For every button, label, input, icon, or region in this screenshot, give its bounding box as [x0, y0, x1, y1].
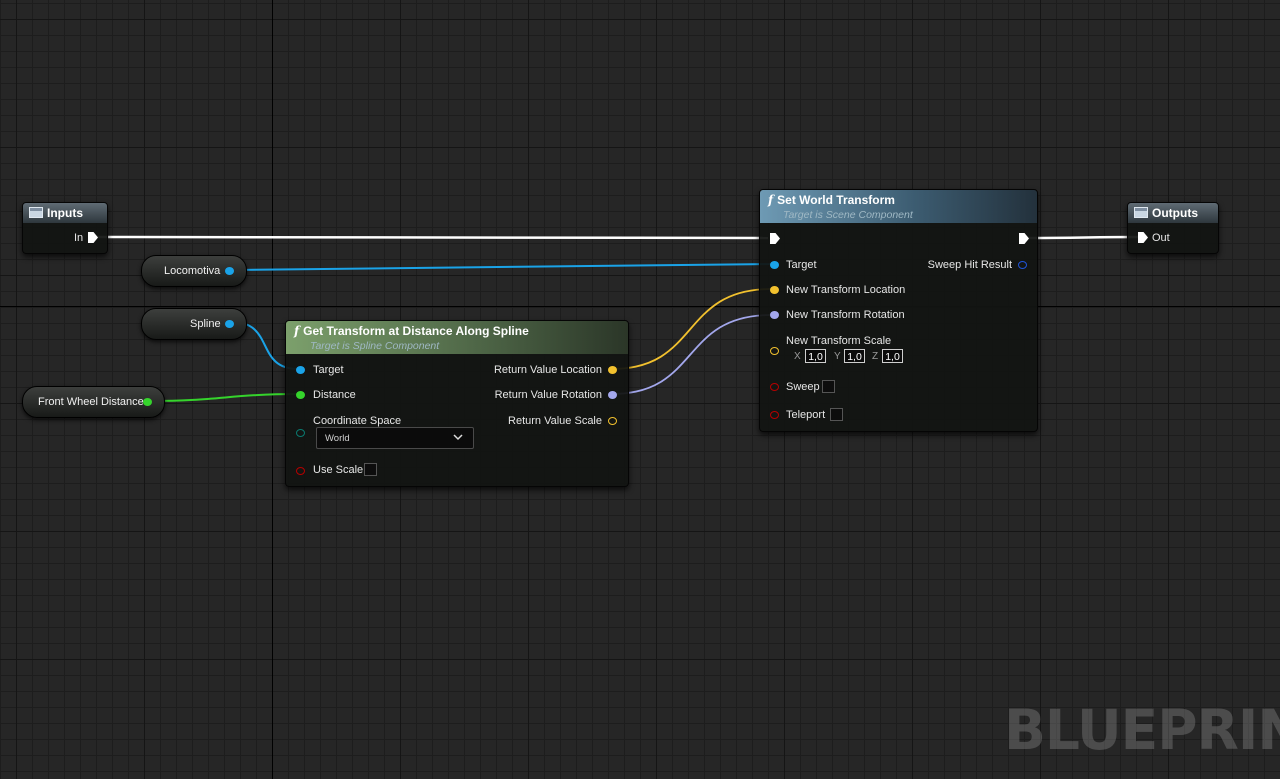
outputs-out-label: Out: [1152, 232, 1170, 244]
teleport-pin[interactable]: [770, 411, 779, 419]
new-rotation-pin[interactable]: [770, 311, 779, 319]
coordinate-space-value: World: [325, 433, 350, 444]
swt-target-label: Target: [786, 259, 817, 271]
coordinate-space-dropdown[interactable]: World: [316, 427, 474, 449]
front-wheel-distance-label: Front Wheel Distance: [38, 396, 144, 408]
scale-y-axis-label: Y: [834, 351, 841, 362]
locomotiva-label: Locomotiva: [164, 265, 221, 277]
set-world-transform-exec-in-pin[interactable]: [770, 233, 780, 244]
inputs-node-header[interactable]: Inputs: [23, 203, 107, 223]
set-world-transform-subtitle: Target is Scene Component: [783, 209, 913, 221]
blueprint-watermark: BLUEPRINT: [1004, 698, 1280, 762]
new-rotation-label: New Transform Rotation: [786, 309, 905, 321]
locomotiva-output-pin[interactable]: [225, 267, 234, 275]
get-transform-coordinate-space-label: Coordinate Space: [313, 415, 402, 427]
set-world-transform-exec-out-pin[interactable]: [1019, 233, 1029, 244]
inputs-in-label: In: [74, 232, 84, 244]
locomotiva-variable-node[interactable]: Locomotiva: [141, 255, 247, 287]
inputs-exec-out-pin[interactable]: [88, 232, 98, 243]
front-wheel-distance-output-pin[interactable]: [143, 398, 152, 406]
scale-z-axis-label: Z: [872, 351, 879, 362]
scale-x-field[interactable]: 1,0: [805, 349, 826, 363]
front-wheel-distance-variable-node[interactable]: Front Wheel Distance: [22, 386, 165, 418]
inputs-title: Inputs: [47, 206, 83, 220]
get-transform-target-pin[interactable]: [296, 366, 305, 374]
outputs-title: Outputs: [1152, 206, 1198, 220]
scale-x-axis-label: X: [794, 351, 801, 362]
sweep-label: Sweep: [786, 381, 820, 393]
get-transform-use-scale-label: Use Scale: [313, 464, 364, 476]
sweep-hit-result-label: Sweep Hit Result: [927, 259, 1012, 271]
graph-origin-horizontal: [0, 306, 1280, 307]
return-location-pin[interactable]: [608, 366, 617, 374]
exec-wire-out: [1026, 235, 1140, 240]
return-scale-pin[interactable]: [608, 417, 617, 425]
scale-z-field[interactable]: 1,0: [882, 349, 903, 363]
get-transform-use-scale-pin[interactable]: [296, 467, 305, 475]
exec-wire-in: [96, 235, 769, 240]
function-icon: f: [294, 324, 300, 338]
scale-y-field[interactable]: 1,0: [844, 349, 865, 363]
new-location-pin[interactable]: [770, 286, 779, 294]
sweep-checkbox[interactable]: [822, 380, 835, 393]
get-transform-target-label: Target: [313, 364, 344, 376]
sweep-pin[interactable]: [770, 383, 779, 391]
wire-locomotiva-target: [231, 263, 772, 271]
use-scale-checkbox[interactable]: [364, 463, 377, 476]
outputs-node-header[interactable]: Outputs: [1128, 203, 1218, 223]
get-transform-title: Get Transform at Distance Along Spline: [303, 324, 529, 338]
new-location-label: New Transform Location: [786, 284, 906, 296]
wire-rotation: [611, 314, 772, 395]
wire-distance: [149, 393, 299, 402]
new-scale-label: New Transform Scale: [786, 335, 892, 347]
chevron-down-icon: [453, 434, 463, 441]
spline-label: Spline: [190, 318, 221, 330]
outputs-exec-in-pin[interactable]: [1138, 232, 1148, 243]
get-transform-coordinate-space-pin[interactable]: [296, 429, 305, 437]
spline-variable-node[interactable]: Spline: [141, 308, 247, 340]
outputs-node[interactable]: Outputs Out: [1127, 202, 1219, 254]
swt-target-pin[interactable]: [770, 261, 779, 269]
return-rotation-label: Return Value Rotation: [494, 389, 602, 401]
get-transform-distance-pin[interactable]: [296, 391, 305, 399]
spline-output-pin[interactable]: [225, 320, 234, 328]
get-transform-subtitle: Target is Spline Component: [310, 340, 440, 352]
get-transform-distance-label: Distance: [313, 389, 356, 401]
wire-location: [611, 288, 772, 370]
return-location-label: Return Value Location: [493, 364, 602, 376]
teleport-checkbox[interactable]: [830, 408, 843, 421]
tunnel-icon: [29, 207, 43, 218]
return-scale-label: Return Value Scale: [508, 415, 602, 427]
set-world-transform-title: Set World Transform: [777, 193, 895, 207]
teleport-label: Teleport: [786, 409, 826, 421]
sweep-hit-result-pin[interactable]: [1018, 261, 1027, 269]
return-rotation-pin[interactable]: [608, 391, 617, 399]
function-icon: f: [768, 193, 774, 207]
graph-origin-vertical: [272, 0, 273, 779]
tunnel-icon: [1134, 207, 1148, 218]
inputs-node[interactable]: Inputs In: [22, 202, 108, 254]
new-scale-pin[interactable]: [770, 347, 779, 355]
